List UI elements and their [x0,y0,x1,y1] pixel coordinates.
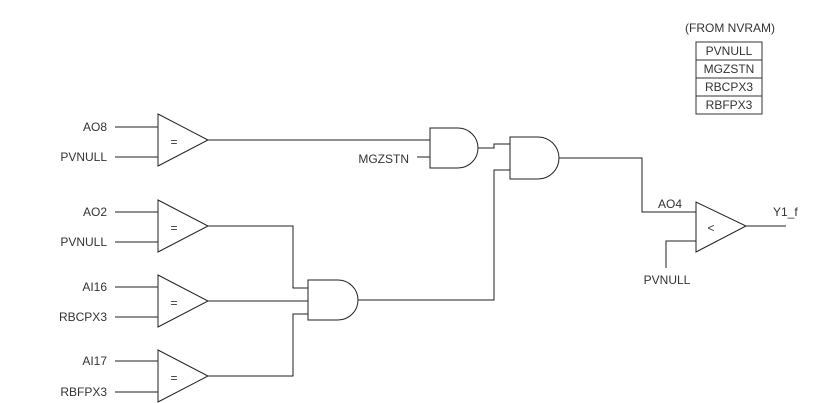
and-gate-b [509,136,560,180]
comparator-eq-1 [157,113,210,167]
input-label-ao8: AO8 [83,120,107,134]
input-label-ao2: AO2 [83,205,107,219]
comparator-eq-3 [157,274,210,328]
comparator-eq-symbol: = [170,371,177,385]
nvram-header: (FROM NVRAM) [685,21,775,35]
nvram-item-rbfpx3: RBFPX3 [706,98,753,112]
comparator-eq-symbol: = [170,135,177,149]
wire [208,313,308,377]
wire [208,225,308,289]
comparator-lt-symbol: < [707,221,714,235]
comparator-eq-symbol: = [170,221,177,235]
output-label-y1f: Y1_f [773,205,798,219]
nvram-item-rbcpx3: RBCPX3 [705,80,753,94]
input-label-rbfpx3: RBFPX3 [60,385,107,399]
input-label-pvnull-3: PVNULL [644,273,691,287]
wire-ao4 [559,157,696,213]
input-label-rbcpx3: RBCPX3 [59,310,107,324]
input-label-pvnull-2: PVNULL [60,235,107,249]
input-label-pvnull-1: PVNULL [60,150,107,164]
and-gate-a [429,127,479,169]
input-label-ai16: AI16 [82,280,107,294]
signal-label-ao4: AO4 [658,197,682,211]
comparator-eq-2 [157,199,210,253]
nvram-item-pvnull: PVNULL [706,44,753,58]
and-gate-c [307,279,359,321]
comparator-lt [695,201,748,253]
nvram-row-box [695,95,763,115]
wire [358,169,510,301]
comparator-eq-4 [157,349,210,403]
input-label-ai17: AI17 [82,354,107,368]
wire [478,143,510,149]
nvram-item-mgzstn: MGZSTN [704,62,755,76]
input-label-mgzstn: MGZSTN [358,152,409,166]
wire [665,240,696,268]
comparator-eq-symbol: = [170,296,177,310]
